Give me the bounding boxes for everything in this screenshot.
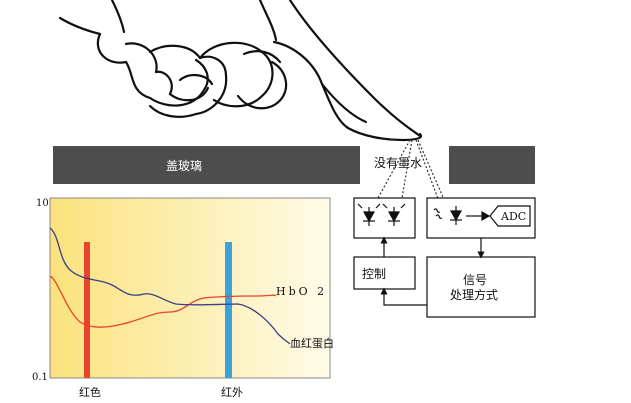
infrared-wavelength-marker <box>225 242 232 378</box>
series-label-hemoglobin: 血红蛋白 <box>290 336 334 350</box>
cover-glass-right <box>449 146 535 184</box>
photodiode-icon <box>433 206 491 225</box>
signal-label-line2: 处理方式 <box>450 287 498 302</box>
x-marker-label-infrared: 红外 <box>221 386 243 399</box>
cover-glass-label: 盖玻璃 <box>166 159 202 173</box>
led-icon <box>357 203 406 226</box>
led-box <box>353 197 416 239</box>
y-tick-label-bottom: 0.1 <box>32 372 48 383</box>
series-line-hemoglobin <box>49 227 291 345</box>
red-wavelength-marker <box>84 242 90 378</box>
absorption-chart: 10 0.1 HbO 2 血红蛋白 红色 红外 <box>32 197 334 399</box>
series-label-hbo2: HbO 2 <box>276 285 327 298</box>
cover-glass-left <box>53 146 360 184</box>
adc-icon <box>489 205 531 227</box>
finger-illustration <box>58 0 423 142</box>
adc-label: ADC <box>500 210 526 223</box>
control-label: 控制 <box>362 267 386 281</box>
connector-arrows <box>380 236 485 306</box>
x-marker-label-red: 红色 <box>79 385 101 399</box>
y-tick-label-top: 10 <box>36 198 49 209</box>
light-paths <box>377 139 447 205</box>
signal-label-line1: 信号 <box>463 273 487 287</box>
series-line-hbo2 <box>49 275 277 328</box>
signal-processing-box <box>426 256 536 318</box>
chart-plot-area <box>49 197 331 379</box>
